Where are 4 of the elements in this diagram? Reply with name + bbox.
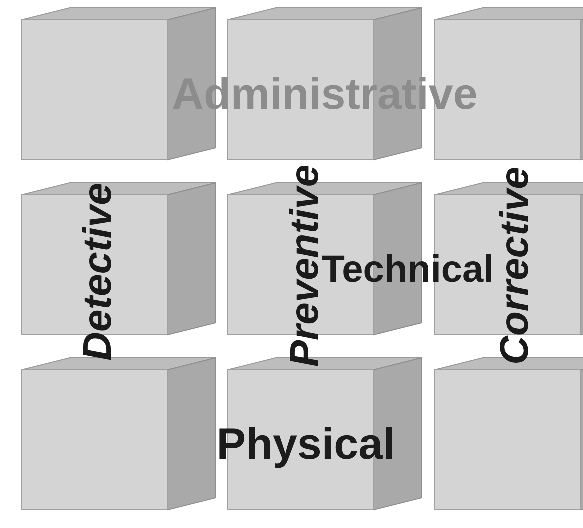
row-label: Technical (322, 251, 494, 289)
column-label: Corrective (495, 167, 535, 365)
column-label: Detective (78, 183, 118, 361)
row-label: Physical (216, 423, 396, 467)
